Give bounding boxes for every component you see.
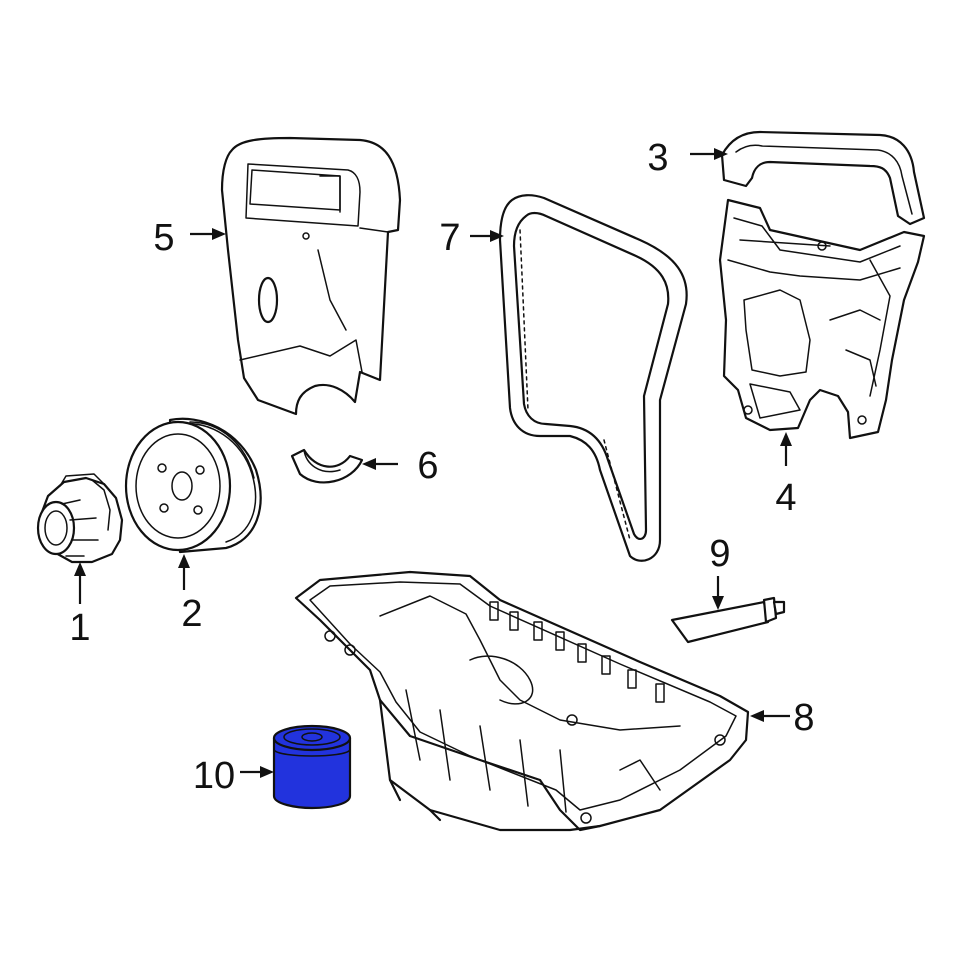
part-4-rear-timing-cover[interactable] [718,198,926,440]
part-8-oil-pan[interactable] [294,570,750,832]
callout-6: 6 [417,445,438,487]
callout-2: 2 [181,593,202,635]
part-2-crank-pulley[interactable] [124,417,262,554]
part-3-cover-strip[interactable] [720,130,926,226]
callout-labels: 1 2 3 4 5 6 7 8 9 10 [69,137,814,797]
callout-1: 1 [69,607,90,649]
part-9-sealant-tube[interactable] [670,596,786,644]
callout-9: 9 [709,533,730,575]
callout-4: 4 [775,477,796,519]
part-10-oil-filter[interactable] [272,724,352,810]
part-5-timing-cover-upper[interactable] [220,136,402,416]
callout-5: 5 [153,217,174,259]
part-1-crank-gear[interactable] [36,473,124,564]
callout-8: 8 [793,697,814,739]
part-7-timing-belt[interactable] [498,194,688,562]
callout-7: 7 [439,217,460,259]
callout-arrows [74,148,792,778]
part-6-half-moon-seal[interactable] [290,448,364,484]
callout-10: 10 [193,755,235,797]
callout-3: 3 [647,137,668,179]
